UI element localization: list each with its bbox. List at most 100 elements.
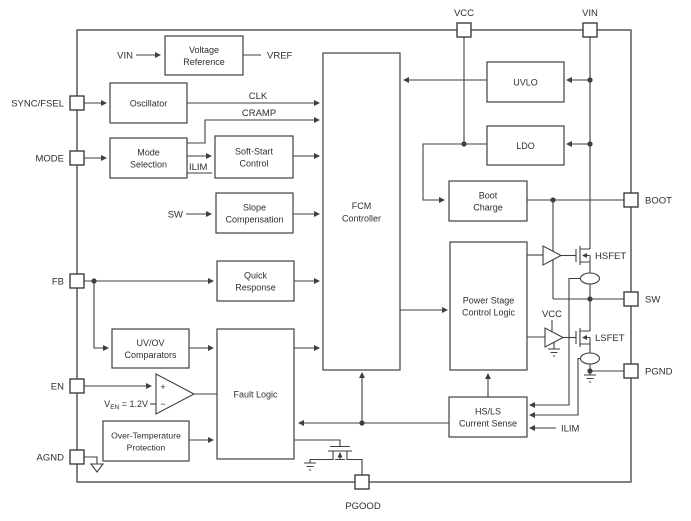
pin-labels: VCC VIN SYNC/FSEL MODE FB EN AGND BOOT S…	[11, 8, 672, 512]
voltage-reference-box	[164, 35, 244, 76]
signal-label-ilim-mode: ILIM	[189, 162, 208, 173]
fault-logic-box	[216, 328, 295, 460]
wires	[84, 37, 624, 475]
pin-sync-fsel	[69, 95, 85, 111]
wire-agnd-to-ground	[84, 456, 98, 464]
hsfet-symbol	[575, 246, 591, 265]
junction-dot-currentsense	[359, 420, 365, 426]
wire-hs-sense-tap	[529, 277, 580, 408]
pgood-fet-ground-icon	[304, 462, 316, 471]
current-sense-label-2: Current Sense	[459, 419, 517, 429]
pin-fb	[69, 273, 85, 289]
pin-label-vin: VIN	[582, 8, 598, 19]
junction-dot-sw-node	[587, 296, 593, 302]
wire-fb-to-uvov	[93, 281, 109, 351]
pin-agnd	[69, 449, 85, 465]
ven-v: V	[104, 399, 110, 409]
pin-pgnd	[623, 363, 639, 379]
block-uvlo: UVLO	[486, 61, 565, 103]
pgood-fet-symbol	[328, 445, 352, 461]
pgood-fet-arrow	[337, 452, 343, 458]
oscillator-label: Oscillator	[130, 99, 168, 109]
voltage-reference-label-1: Voltage	[189, 45, 219, 55]
block-boot-charge: Boot Charge	[448, 180, 528, 222]
pgood-fet-body	[328, 445, 352, 461]
hs-current-sensor	[579, 272, 601, 285]
pin-label-en: EN	[51, 382, 64, 393]
pin-vcc	[456, 22, 472, 38]
comparator-triangle	[155, 373, 196, 415]
boot-charge-label-1: Boot	[479, 191, 498, 201]
pin-label-pgnd: PGND	[645, 367, 673, 378]
lsfet-symbol	[575, 328, 591, 347]
pin-vin	[582, 22, 598, 38]
signal-label-cramp: CRAMP	[242, 108, 276, 119]
junction-dot-fb	[91, 278, 97, 284]
ls-current-sensor	[579, 352, 601, 365]
pin-mode	[69, 150, 85, 166]
hsfet-body	[575, 246, 591, 265]
pin-label-fb: FB	[52, 277, 64, 288]
quick-response-box	[216, 260, 295, 302]
ven-subscript: EN	[110, 404, 119, 411]
hsfet-arrow	[582, 253, 587, 258]
pin-label-boot: BOOT	[645, 196, 672, 207]
pin-en	[69, 378, 85, 394]
block-power-stage-control-logic: Power Stage Control Logic	[449, 241, 528, 371]
wire-faultlogic-to-pgoodfet	[294, 439, 341, 446]
pins	[69, 22, 639, 490]
otp-label-1: Over-Temperature	[111, 431, 181, 441]
fcm-controller-box	[322, 52, 401, 371]
block-soft-start-control: Soft-Start Control	[214, 135, 294, 179]
junction-dot-boot	[550, 197, 556, 203]
slope-compensation-label-1: Slope	[243, 203, 266, 213]
signal-label-vin-input: VIN	[117, 51, 133, 62]
mode-selection-label-2: Selection	[130, 160, 167, 170]
ldo-label: LDO	[516, 141, 535, 151]
slope-compensation-box	[215, 192, 294, 234]
pin-label-sync-fsel: SYNC/FSEL	[11, 99, 64, 110]
block-quick-response: Quick Response	[216, 260, 295, 302]
junction-dot-vin-ldo	[587, 141, 593, 147]
comparator-minus-label: −	[160, 399, 165, 409]
power-stage-label-2: Control Logic	[462, 308, 516, 318]
block-uv-ov-comparators: UV/OV Comparators	[111, 328, 190, 369]
signal-label-sw-input: SW	[168, 210, 183, 221]
pin-label-vcc: VCC	[454, 8, 474, 19]
agnd-ground-icon	[89, 463, 105, 473]
ven-value: = 1.2V	[119, 399, 148, 409]
fault-logic-label: Fault Logic	[233, 390, 278, 400]
uvlo-label: UVLO	[513, 78, 538, 88]
fcm-label-1: FCM	[352, 201, 372, 211]
block-ldo: LDO	[486, 125, 565, 166]
chip-outline	[76, 29, 632, 483]
boot-charge-box	[448, 180, 528, 222]
mode-selection-label-1: Mode	[137, 148, 160, 158]
junction-dot-pgnd-node	[587, 368, 593, 374]
block-fault-logic: Fault Logic	[216, 328, 295, 460]
voltage-reference-label-2: Reference	[183, 57, 225, 67]
uv-ov-comparators-box	[111, 328, 190, 369]
quick-response-label-1: Quick	[244, 271, 268, 281]
pin-pgood	[354, 474, 370, 490]
junction-dot-vin-uvlo	[587, 77, 593, 83]
soft-start-control-box	[214, 135, 294, 179]
otp-box	[102, 420, 190, 462]
uv-ov-label-1: UV/OV	[136, 338, 164, 348]
boot-charge-label-2: Charge	[473, 203, 503, 213]
junction-dot-vcc-ldo	[461, 141, 467, 147]
ldo-box	[486, 125, 565, 166]
pin-label-mode: MODE	[36, 154, 65, 165]
block-hs-ls-current-sense: HS/LS Current Sense	[448, 396, 528, 438]
signal-label-vcc-driver: VCC	[542, 309, 562, 320]
pin-sw	[623, 291, 639, 307]
wire-pgoodfet-drain-to-pgood-pin	[346, 451, 363, 475]
signal-label-clk: CLK	[249, 91, 268, 102]
slope-compensation-label-2: Compensation	[225, 215, 283, 225]
en-comparator: + −	[155, 373, 196, 415]
current-sense-label-1: HS/LS	[475, 407, 501, 417]
current-sense-box	[448, 396, 528, 438]
hs-gate-driver-buffer	[542, 245, 563, 266]
